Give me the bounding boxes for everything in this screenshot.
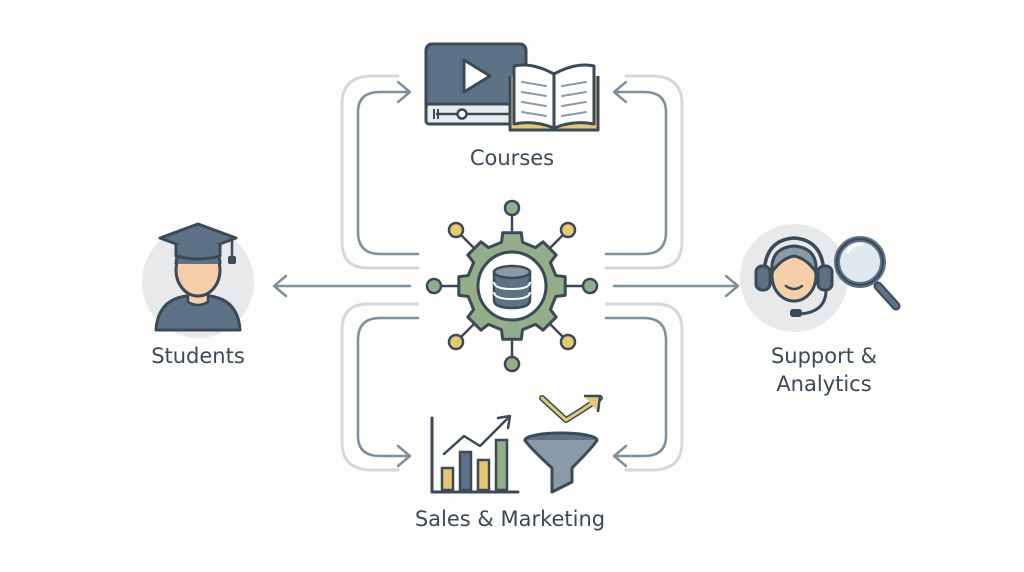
support-analytics-label: Support & Analytics bbox=[724, 342, 924, 398]
arrow-hub-to-sales-left bbox=[340, 302, 420, 472]
arrow-hub-to-sales-right bbox=[604, 302, 684, 472]
funnel-icon bbox=[523, 394, 603, 494]
gear-database-icon bbox=[425, 199, 599, 373]
database-icon bbox=[492, 264, 532, 310]
arrow-hub-to-courses-left bbox=[340, 74, 420, 270]
graduate-student-icon bbox=[142, 222, 254, 338]
magnifying-glass-icon bbox=[834, 236, 901, 311]
support-analytics-label-line1: Support & bbox=[770, 344, 878, 368]
headset-agent-icon bbox=[740, 224, 848, 332]
arrow-hub-to-students bbox=[272, 274, 412, 298]
arrow-hub-to-courses-right bbox=[604, 74, 684, 270]
open-book-icon bbox=[508, 63, 600, 132]
courses-label: Courses bbox=[469, 146, 555, 170]
arrow-hub-to-support bbox=[612, 274, 740, 298]
bar-chart-icon bbox=[430, 414, 520, 494]
support-analytics-label-line2: Analytics bbox=[776, 372, 872, 396]
sales-marketing-label: Sales & Marketing bbox=[414, 507, 606, 531]
students-label: Students bbox=[151, 344, 245, 368]
hub-network-nodes bbox=[425, 199, 599, 373]
connector-arrows bbox=[272, 74, 740, 472]
